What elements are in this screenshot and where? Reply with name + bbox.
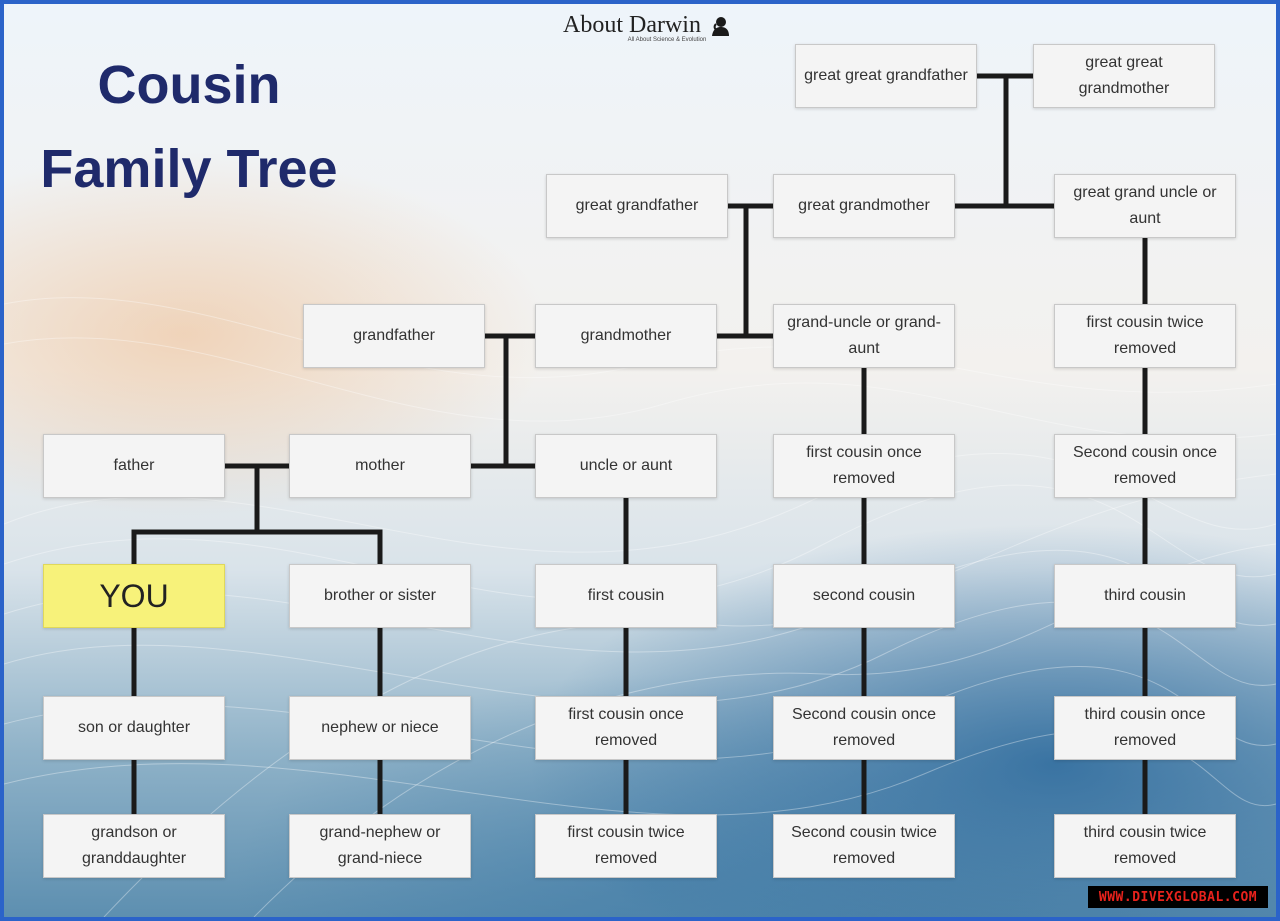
node-label: great grandmother <box>798 197 930 214</box>
node-label: father <box>113 457 155 474</box>
node-label: great grandfather <box>575 197 699 214</box>
node-first-cousin-once-removed-bottom: first cousin once removed <box>535 696 717 760</box>
node-label: grandmother <box>580 327 672 344</box>
page-title-line-1: Cousin <box>97 55 281 115</box>
node-label: Second cousin once removed <box>1072 444 1218 487</box>
node-label: first cousin once removed <box>806 444 922 487</box>
node-grandmother: grandmother <box>535 304 717 368</box>
node-grand-nephew-or-grand-niece: grand-nephew or grand-niece <box>289 814 471 878</box>
node-label: brother or sister <box>323 587 437 604</box>
node-label: grand-uncle or grand-aunt <box>787 314 941 357</box>
node-label: great great grandfather <box>804 67 968 84</box>
node-first-cousin: first cousin <box>535 564 717 628</box>
node-label: second cousin <box>812 587 916 604</box>
node-grandson-or-granddaughter: grandson or granddaughter <box>43 814 225 878</box>
node-label: first cousin once removed <box>568 706 684 749</box>
node-grand-uncle-or-aunt: grand-uncle or grand-aunt <box>773 304 955 368</box>
node-son-or-daughter: son or daughter <box>43 696 225 760</box>
node-label: mother <box>355 457 405 474</box>
node-brother-or-sister: brother or sister <box>289 564 471 628</box>
node-first-cousin-twice-removed-bottom: first cousin twice removed <box>535 814 717 878</box>
node-great-grand-uncle-or-aunt: great grand uncle or aunt <box>1054 174 1236 238</box>
node-label: uncle or aunt <box>579 457 673 474</box>
node-second-cousin-twice-removed: Second cousin twice removed <box>773 814 955 878</box>
node-uncle-or-aunt: uncle or aunt <box>535 434 717 498</box>
node-label: nephew or niece <box>321 719 439 736</box>
node-third-cousin-twice-removed: third cousin twice removed <box>1054 814 1236 878</box>
node-label: grandfather <box>353 327 435 344</box>
node-third-cousin-once-removed: third cousin once removed <box>1054 696 1236 760</box>
darwin-silhouette-icon <box>711 17 729 37</box>
node-grandfather: grandfather <box>303 304 485 368</box>
node-label: first cousin <box>587 587 665 604</box>
node-label: third cousin <box>1104 587 1186 604</box>
node-label: Second cousin once removed <box>791 706 937 749</box>
node-nephew-or-niece: nephew or niece <box>289 696 471 760</box>
node-second-cousin-once-removed-bottom: Second cousin once removed <box>773 696 955 760</box>
node-label: grandson or granddaughter <box>81 824 187 867</box>
node-label: great great grandmother <box>1078 54 1170 97</box>
brand-logo: About Darwin All About Science & Evoluti… <box>552 12 742 43</box>
node-second-cousin-once-removed-top: Second cousin once removed <box>1054 434 1236 498</box>
page-title-line-2: Family Tree <box>40 139 338 199</box>
node-great-grandmother: great grandmother <box>773 174 955 238</box>
node-label: son or daughter <box>77 719 191 736</box>
node-label: third cousin once removed <box>1084 706 1206 749</box>
node-great-grandfather: great grandfather <box>546 174 728 238</box>
watermark-url: WWW.DIVEXGLOBAL.COM <box>1088 886 1268 908</box>
node-label: YOU <box>99 578 169 614</box>
node-first-cousin-twice-removed-top: first cousin twice removed <box>1054 304 1236 368</box>
node-third-cousin: third cousin <box>1054 564 1236 628</box>
node-second-cousin: second cousin <box>773 564 955 628</box>
node-label: third cousin twice removed <box>1083 824 1207 867</box>
node-label: first cousin twice removed <box>567 824 685 867</box>
node-label: first cousin twice removed <box>1086 314 1204 357</box>
connector-lines <box>131 73 1148 817</box>
brand-subtitle: All About Science & Evolution <box>627 37 707 43</box>
node-mother: mother <box>289 434 471 498</box>
node-label: Second cousin twice removed <box>791 824 937 867</box>
node-great-great-grandmother: great great grandmother <box>1033 44 1215 108</box>
node-first-cousin-once-removed-top: first cousin once removed <box>773 434 955 498</box>
node-label: great grand uncle or aunt <box>1073 184 1217 227</box>
node-you: YOU <box>43 564 225 628</box>
node-great-great-grandfather: great great grandfather <box>795 44 977 108</box>
node-label: grand-nephew or grand-niece <box>319 824 441 867</box>
brand-name: About Darwin <box>563 12 701 38</box>
node-father: father <box>43 434 225 498</box>
